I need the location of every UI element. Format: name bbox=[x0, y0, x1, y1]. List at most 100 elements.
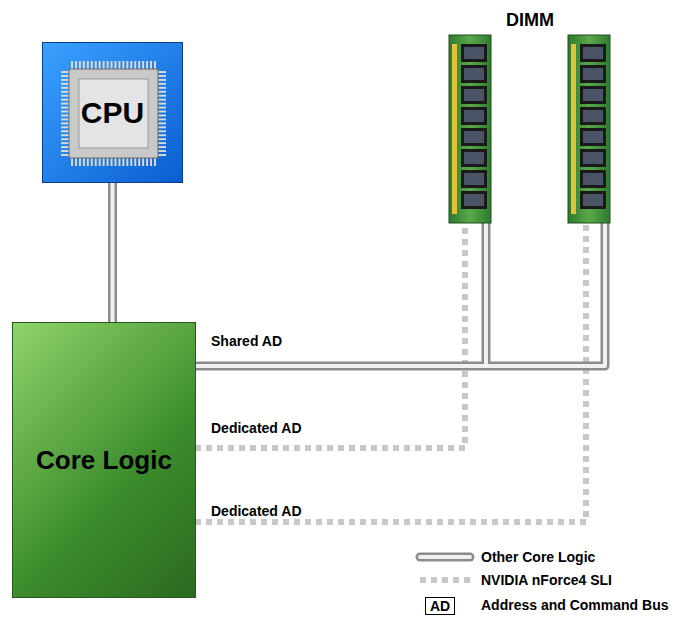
memory-chip bbox=[583, 110, 603, 122]
chip-pin bbox=[95, 158, 97, 166]
chip-pin bbox=[87, 158, 89, 166]
legend-tube-sample bbox=[420, 555, 470, 559]
chip-pin bbox=[71, 61, 73, 69]
chip-pin bbox=[61, 126, 69, 128]
chip-pin bbox=[61, 91, 69, 93]
memory-chip bbox=[583, 194, 603, 206]
chip-pin bbox=[146, 158, 148, 166]
memory-chip bbox=[580, 191, 606, 209]
chip-pin bbox=[61, 103, 69, 105]
chip-pin bbox=[142, 61, 144, 69]
dimm-contacts bbox=[571, 44, 576, 214]
chip-pin bbox=[158, 95, 166, 97]
memory-chip bbox=[464, 152, 484, 164]
chip-pin bbox=[114, 158, 116, 166]
chip-pin bbox=[118, 158, 120, 166]
chip-pin bbox=[61, 114, 69, 116]
chip-pin bbox=[158, 146, 166, 148]
chip-pin bbox=[75, 61, 77, 69]
chip-pin bbox=[61, 118, 69, 120]
memory-chip bbox=[464, 110, 484, 122]
chip-pin bbox=[158, 114, 166, 116]
chip-pin bbox=[61, 83, 69, 85]
memory-chip bbox=[461, 86, 487, 104]
memory-chip bbox=[461, 149, 487, 167]
chip-pin bbox=[91, 61, 93, 69]
chip-pin bbox=[134, 158, 136, 166]
chip-pin bbox=[71, 158, 73, 166]
chip-pin bbox=[61, 71, 69, 73]
chip-pin bbox=[158, 91, 166, 93]
legend-dash-sample bbox=[420, 577, 470, 583]
chip-pin bbox=[61, 134, 69, 136]
chip-pin bbox=[99, 61, 101, 69]
shared-bus bbox=[195, 222, 605, 366]
chip-pin bbox=[61, 130, 69, 132]
chip-pin bbox=[158, 118, 166, 120]
legend-key-box: AD bbox=[425, 597, 455, 615]
chip-pin bbox=[61, 95, 69, 97]
chip-pin bbox=[61, 146, 69, 148]
chip-pin bbox=[138, 61, 140, 69]
chip-pin bbox=[61, 99, 69, 101]
core-logic-box: Core Logic bbox=[12, 322, 196, 598]
memory-chip bbox=[464, 194, 484, 206]
memory-chip bbox=[580, 149, 606, 167]
chip-pin bbox=[158, 142, 166, 144]
chip-pin bbox=[158, 71, 166, 73]
dedicated-bus bbox=[195, 222, 586, 522]
bus-label: Dedicated AD bbox=[211, 503, 302, 519]
chip-pin bbox=[158, 154, 166, 156]
memory-chip bbox=[583, 68, 603, 80]
memory-chip bbox=[461, 128, 487, 146]
cpu-label: CPU bbox=[81, 96, 144, 130]
chip-pin bbox=[79, 158, 81, 166]
chip-pin bbox=[150, 158, 152, 166]
memory-chip bbox=[461, 191, 487, 209]
chip-pin bbox=[126, 61, 128, 69]
chip-pin bbox=[154, 158, 156, 166]
memory-chip bbox=[580, 170, 606, 188]
bus-inner bbox=[111, 183, 115, 322]
chip-pin bbox=[126, 158, 128, 166]
chip-pin bbox=[61, 154, 69, 156]
chip-pin bbox=[61, 150, 69, 152]
dimm-heading: DIMM bbox=[506, 10, 554, 31]
chip-pin bbox=[158, 107, 166, 109]
memory-chip bbox=[580, 65, 606, 83]
chip-pin bbox=[158, 111, 166, 113]
memory-chip bbox=[464, 89, 484, 101]
legend-text: Address and Command Bus bbox=[481, 597, 668, 613]
chip-pin bbox=[61, 107, 69, 109]
memory-chip bbox=[583, 152, 603, 164]
memory-chip bbox=[580, 128, 606, 146]
chip-pin bbox=[87, 61, 89, 69]
chip-pin bbox=[122, 61, 124, 69]
chip-pin bbox=[158, 103, 166, 105]
chip-pin bbox=[61, 75, 69, 77]
chip-pin bbox=[130, 158, 132, 166]
memory-chip bbox=[464, 47, 484, 59]
bus-outer bbox=[108, 183, 117, 322]
chip-pin bbox=[142, 158, 144, 166]
dimm-module bbox=[568, 35, 610, 223]
chip-pin bbox=[130, 61, 132, 69]
chip-pin bbox=[103, 158, 105, 166]
chip-pin bbox=[158, 79, 166, 81]
dimm-contacts bbox=[452, 44, 457, 214]
memory-chip bbox=[580, 44, 606, 62]
bus-label: Shared AD bbox=[211, 333, 282, 349]
chip-pin bbox=[158, 134, 166, 136]
chip-pin bbox=[75, 158, 77, 166]
memory-chip bbox=[464, 173, 484, 185]
chip-pin bbox=[61, 87, 69, 89]
chip-pin bbox=[107, 61, 109, 69]
dimm-module bbox=[449, 35, 491, 223]
chip-die bbox=[79, 79, 148, 148]
legend-tube-sample bbox=[420, 553, 470, 562]
chip-pin bbox=[146, 61, 148, 69]
chip-pin bbox=[158, 75, 166, 77]
shared-bus bbox=[195, 222, 605, 366]
core-logic-label: Core Logic bbox=[36, 445, 172, 476]
legend-text: Other Core Logic bbox=[481, 549, 595, 565]
